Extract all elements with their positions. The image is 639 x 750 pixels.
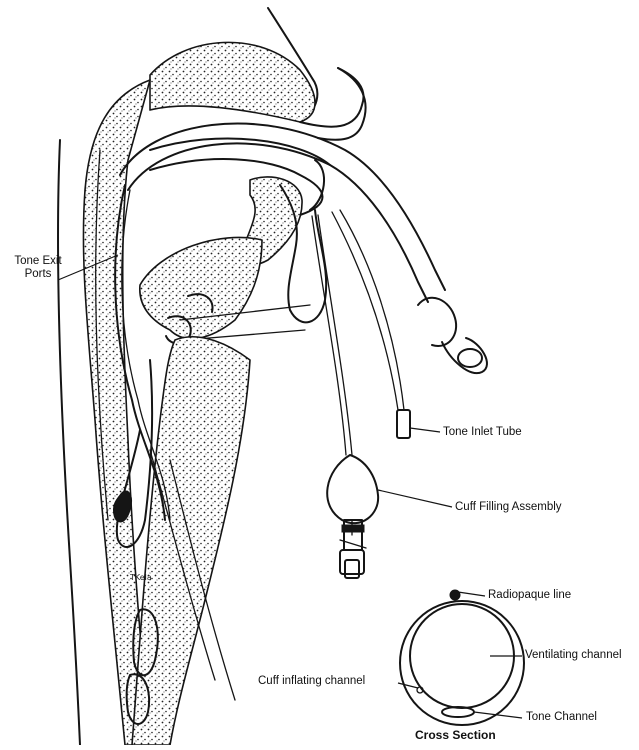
label-radiopaque-line: Radiopaque line xyxy=(488,589,571,602)
label-ventilating-channel: Ventilating channel xyxy=(525,649,622,662)
cross-section-diagram xyxy=(400,590,524,725)
tube-connector xyxy=(418,298,456,346)
label-cross-section: Cross Section xyxy=(415,729,496,743)
label-tone-exit-ports: Tone Exit Ports xyxy=(6,255,70,281)
label-cuff-filling-assembly: Cuff Filling Assembly xyxy=(455,501,562,514)
handwritten-mark: TKela xyxy=(129,573,152,582)
oral-cavity xyxy=(140,138,330,343)
tone-inlet-tube-end xyxy=(397,410,410,438)
tongue xyxy=(140,237,262,338)
label-tone-inlet-tube: Tone Inlet Tube xyxy=(443,426,522,439)
label-tone-channel: Tone Channel xyxy=(526,711,597,724)
nasal-mucosa xyxy=(150,42,315,122)
cuff-filling-assembly xyxy=(327,455,378,578)
tube-lines xyxy=(312,210,410,455)
label-cuff-inflating-channel: Cuff inflating channel xyxy=(258,675,365,688)
